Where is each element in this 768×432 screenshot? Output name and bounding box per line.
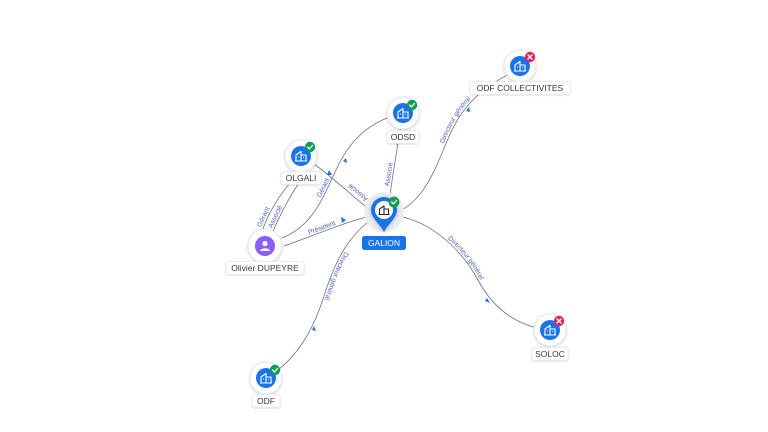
edge-olivier-olgali-associe[interactable]: Associé — [268, 177, 303, 235]
svg-text:Directeur général: Directeur général — [439, 95, 472, 144]
arrow-icon — [343, 158, 347, 163]
svg-text:Directeur général: Directeur général — [323, 251, 349, 302]
close-icon — [556, 318, 562, 324]
check-icon — [306, 144, 314, 150]
status-badge — [553, 315, 565, 327]
arrow-icon — [312, 326, 316, 331]
node-odf-collectivites[interactable]: ODF COLLECTIVITES — [469, 49, 571, 95]
svg-text:Directeur général: Directeur général — [446, 235, 485, 281]
edge-label: Associé — [384, 162, 395, 187]
node-olivier-dupeyre[interactable]: Olivier DUPEYRE — [225, 228, 305, 275]
node-label: OLGALI — [286, 173, 317, 183]
building-icon — [397, 107, 409, 119]
node-label: GALION — [368, 238, 400, 248]
check-icon — [390, 199, 398, 205]
close-icon — [527, 54, 533, 60]
node-label: ODF — [257, 396, 275, 406]
building-icon — [514, 60, 526, 72]
status-badge — [269, 364, 281, 376]
svg-text:Associé: Associé — [384, 162, 395, 187]
arrow-icon — [485, 298, 490, 303]
arrow-icon — [327, 170, 332, 175]
node-odf[interactable]: ODF — [249, 361, 283, 408]
node-label: SOLOC — [535, 349, 565, 359]
building-icon — [295, 150, 307, 162]
check-icon — [408, 102, 416, 108]
node-label: ODF COLLECTIVITES — [477, 83, 564, 93]
arrow-icon — [466, 107, 470, 112]
edge-olivier-galion[interactable]: Président — [283, 215, 371, 247]
building-icon — [378, 205, 390, 216]
node-label: Olivier DUPEYRE — [231, 263, 299, 273]
edge-galion-soloc[interactable]: Directeur général — [397, 215, 549, 331]
user-icon — [260, 240, 270, 251]
node-label: ODSD — [391, 132, 416, 142]
arrow-icon — [341, 217, 346, 223]
edge-label: Directeur général — [439, 95, 472, 144]
edge-label: Directeur général — [323, 251, 349, 302]
node-soloc[interactable]: SOLOC — [531, 313, 569, 361]
building-icon — [260, 372, 272, 384]
node-odsd[interactable]: ODSD — [386, 96, 420, 144]
status-badge — [388, 196, 400, 208]
edge-label: Directeur général — [446, 235, 485, 281]
building-icon — [544, 324, 556, 336]
node-galion[interactable]: GALION — [362, 192, 406, 250]
svg-text:Associé: Associé — [347, 181, 370, 202]
status-badge — [304, 141, 316, 153]
edge-galion-odsd[interactable]: Associé — [384, 117, 403, 197]
node-olgali[interactable]: OLGALI — [280, 139, 322, 185]
status-badge — [524, 51, 536, 63]
check-icon — [271, 367, 279, 373]
status-badge — [406, 99, 418, 111]
edge-label: Associé — [347, 181, 370, 202]
